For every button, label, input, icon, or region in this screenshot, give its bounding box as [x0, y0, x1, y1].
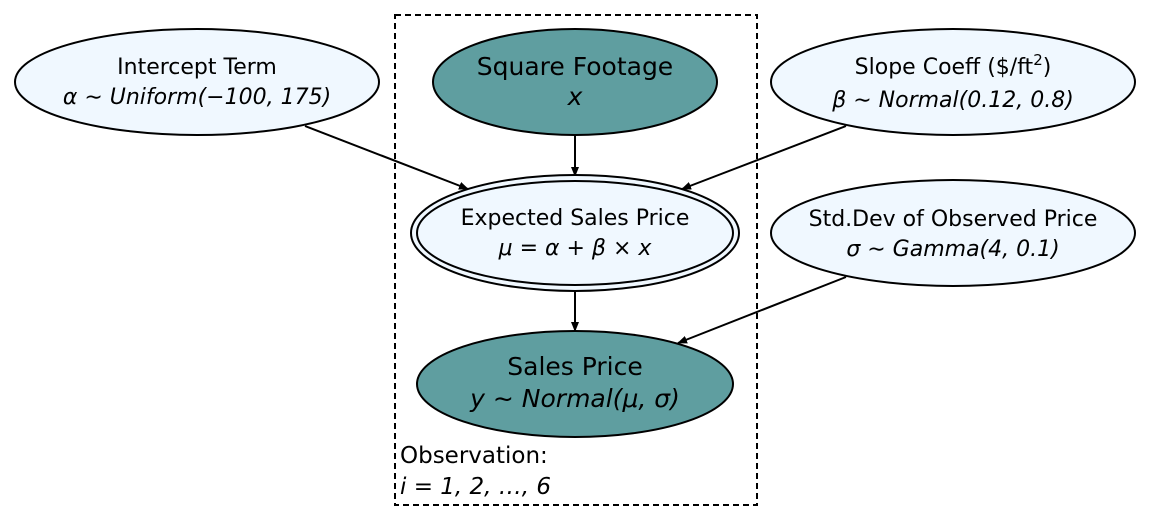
- node-sales-price: Sales Price y ∼ Normal(μ, σ): [416, 330, 734, 438]
- node-slope-title: Slope Coeff ($/ft2): [855, 51, 1052, 80]
- node-square-footage-title: Square Footage: [477, 52, 673, 81]
- node-sales-price-title: Sales Price: [507, 352, 642, 381]
- edge-stddev-sales: [677, 276, 847, 344]
- node-expected-price-formula: μ = α + β × x: [498, 236, 653, 261]
- node-stddev-formula: σ ∼ Gamma(4, 0.1): [846, 237, 1059, 262]
- edge-intercept-expected: [304, 125, 469, 190]
- plate-label: Observation:: [400, 443, 548, 469]
- node-square-footage-formula: x: [567, 82, 583, 111]
- node-slope-formula: β ∼ Normal(0.12, 0.8): [831, 88, 1074, 113]
- node-stddev: Std.Dev of Observed Price σ ∼ Gamma(4, 0…: [770, 179, 1136, 287]
- node-expected-price: Expected Sales Price μ = α + β × x: [410, 174, 740, 292]
- observation-plate: [394, 14, 758, 506]
- node-sales-price-formula: y ∼ Normal(μ, σ): [469, 384, 680, 413]
- node-square-footage: Square Footage x: [432, 28, 718, 136]
- node-slope: Slope Coeff ($/ft2) β ∼ Normal(0.12, 0.8…: [770, 28, 1136, 136]
- plate-index: i = 1, 2, …, 6: [400, 474, 551, 500]
- node-intercept-title: Intercept Term: [117, 55, 277, 80]
- node-intercept-formula: α ∼ Uniform(−100, 175): [63, 85, 331, 110]
- node-stddev-title: Std.Dev of Observed Price: [809, 207, 1098, 232]
- edge-slope-expected: [681, 125, 847, 190]
- node-intercept: Intercept Term α ∼ Uniform(−100, 175): [14, 28, 380, 136]
- node-expected-price-title: Expected Sales Price: [461, 206, 690, 231]
